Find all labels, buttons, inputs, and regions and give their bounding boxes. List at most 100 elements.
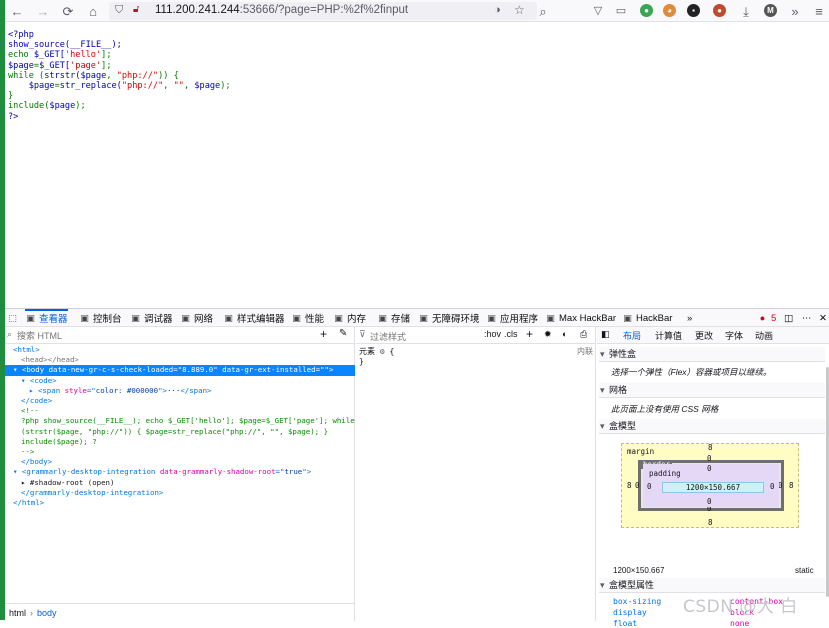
sidebar-tab[interactable]: 布局 — [623, 331, 642, 341]
markup-node[interactable]: ▾ <grammarly-desktop-integration data-gr… — [5, 467, 355, 477]
box-model-margin[interactable]: margin 8 8 8 8 border 0 0 0 0 padding 0 … — [621, 443, 799, 528]
sidebar-toggle-icon[interactable]: ◧ — [601, 329, 610, 339]
tab-debugger[interactable]: ▣调试器 — [130, 309, 172, 327]
tab-console[interactable]: ▣控制台 — [79, 309, 121, 327]
border-top-value[interactable]: 0 — [707, 454, 712, 463]
flexbox-section-header[interactable]: 弹性盒 — [599, 347, 825, 362]
grid-section-header[interactable]: 网格 — [599, 383, 825, 398]
eyedropper-icon[interactable]: ✎ — [339, 328, 348, 339]
bookmark-star-icon[interactable]: ☆ — [514, 3, 525, 17]
dark-theme-icon[interactable]: ◐ — [562, 329, 568, 339]
markup-node[interactable]: <!-- — [5, 406, 355, 416]
url-text[interactable]: 111.200.241.244:53666/?page=PHP:%2f%2fin… — [155, 4, 408, 16]
extension-cookie-icon[interactable]: ● — [713, 4, 726, 17]
gear-icon[interactable]: ⚙ — [379, 347, 390, 356]
lock-slash-icon[interactable]: 🔓︎ — [133, 4, 140, 15]
margin-left-value[interactable]: 8 — [627, 481, 632, 490]
close-devtools-icon[interactable]: ✕ — [819, 312, 827, 324]
forward-arrow-icon[interactable]: → — [36, 3, 50, 19]
markup-node[interactable]: (strstr($page, "php://")) { $page=str_re… — [5, 427, 355, 437]
menu-icon[interactable]: ≡ — [815, 3, 823, 19]
markup-node[interactable]: </grammarly-desktop-integration> — [5, 488, 355, 498]
back-arrow-icon[interactable]: ← — [10, 3, 24, 19]
home-icon[interactable]: ⌂ — [89, 3, 97, 19]
dock-icon[interactable]: ◫ — [784, 312, 793, 324]
sidebar-tab[interactable]: 更改 — [695, 331, 714, 341]
padding-left-value[interactable]: 0 — [647, 482, 652, 491]
markup-node[interactable]: ?php show_source(__FILE__); echo $_GET['… — [5, 416, 355, 426]
extension-monkey-icon[interactable]: ◕ — [663, 4, 676, 17]
markup-node[interactable]: --> — [5, 447, 355, 457]
padding-top-value[interactable]: 0 — [707, 464, 712, 473]
breadcrumb-item[interactable]: body — [37, 607, 57, 618]
print-media-icon[interactable]: ⎙ — [580, 329, 588, 339]
tab-storage[interactable]: ▣存储 — [377, 309, 410, 327]
tab-network[interactable]: ▣网络 — [180, 309, 213, 327]
translate-icon[interactable]: ◑ — [494, 4, 501, 16]
margin-bottom-value[interactable]: 8 — [708, 518, 713, 527]
scrollbar[interactable] — [826, 367, 829, 597]
breadcrumb-item[interactable]: html — [9, 607, 27, 618]
reader-icon[interactable]: ▭ — [615, 4, 627, 17]
filter-styles-input[interactable]: 过滤样式 — [370, 332, 407, 342]
download-icon[interactable]: ⤓ — [743, 3, 749, 19]
search-html-input[interactable] — [17, 329, 297, 342]
pocket-icon[interactable]: ▽ — [593, 4, 603, 17]
tab-performance[interactable]: ▣性能 — [291, 309, 324, 327]
padding-bottom-value[interactable]: 0 — [707, 497, 712, 506]
add-rule-icon[interactable]: + — [526, 327, 534, 341]
sidebar-tab[interactable]: 字体 — [725, 331, 744, 341]
tab-memory[interactable]: ▣内存 — [333, 309, 366, 327]
markup-token: =""> — [315, 365, 334, 375]
markup-node[interactable]: </code> — [5, 396, 355, 406]
border-left-value[interactable]: 0 — [635, 481, 640, 490]
tab-label: 应用程序 — [500, 314, 539, 325]
markup-node[interactable]: </html> — [5, 498, 355, 508]
devtools-options-icon[interactable]: ⋯ — [802, 312, 812, 324]
box-model-section-header[interactable]: 盒模型 — [599, 419, 825, 434]
tab-inspector[interactable]: ▣查看器 — [25, 309, 68, 327]
tab-hackbar[interactable]: ▣HackBar — [622, 309, 672, 327]
tab-style-editor[interactable]: ▣样式编辑器 — [223, 309, 284, 327]
markup-node[interactable]: <head></head> — [5, 355, 355, 365]
markup-node[interactable]: ▾ <code> — [5, 376, 355, 386]
more-tools-icon[interactable]: » — [687, 312, 693, 324]
markup-node[interactable]: ▸ #shadow-root (open) — [5, 478, 355, 488]
sidebar-tab[interactable]: 动画 — [755, 331, 774, 341]
search-icon[interactable]: ⌕ — [539, 3, 547, 19]
shield-icon[interactable]: ⛉ — [115, 4, 124, 16]
hov-button[interactable]: :hov — [484, 329, 502, 339]
tab-accessibility[interactable]: ▣无障碍环境 — [418, 309, 479, 327]
markup-node[interactable]: ▾ <body data-new-gr-c-s-check-loaded="8.… — [5, 365, 355, 376]
account-icon[interactable]: M — [764, 4, 777, 17]
search-icon: ⌕ — [7, 329, 13, 339]
add-node-icon[interactable]: + — [320, 327, 328, 341]
reload-icon[interactable]: ⟳ — [62, 3, 74, 19]
overflow-icon[interactable]: » — [791, 3, 799, 19]
margin-top-value[interactable]: 8 — [708, 443, 713, 452]
markup-node[interactable]: include($page); ? — [5, 437, 355, 447]
extension-green-icon[interactable]: ● — [640, 4, 653, 17]
markup-node[interactable]: </body> — [5, 457, 355, 467]
url-bar[interactable]: ⛉ 🔓︎ 111.200.241.244:53666/?page=PHP:%2f… — [109, 2, 537, 20]
box-model-content[interactable]: 1200×150.667 — [662, 482, 764, 493]
tab-max-hackbar[interactable]: ▣Max HackBar — [545, 309, 616, 327]
source-token: "" — [173, 81, 184, 92]
tab-application[interactable]: ▣应用程序 — [486, 309, 538, 327]
box-model-padding[interactable]: padding 0 0 0 0 1200×150.667 — [643, 464, 779, 507]
box-props-section-header[interactable]: 盒模型属性 — [599, 578, 825, 593]
padding-right-value[interactable]: 0 — [770, 482, 775, 491]
border-right-value[interactable]: 0 — [778, 481, 783, 490]
markup-node[interactable]: <html> — [5, 345, 355, 355]
box-model-border[interactable]: border 0 0 0 0 padding 0 0 0 0 1200×150.… — [635, 454, 784, 513]
light-theme-icon[interactable]: ✹ — [544, 329, 552, 339]
sidebar-tab[interactable]: 计算值 — [655, 331, 683, 341]
error-count-badge[interactable]: ●5 — [759, 312, 777, 324]
border-bottom-value[interactable]: 0 — [707, 504, 712, 513]
inline-label: 内联 — [577, 347, 593, 356]
markup-node[interactable]: ▸ <span style="color: #000000">···</span… — [5, 386, 355, 396]
margin-right-value[interactable]: 8 — [789, 481, 794, 490]
element-picker-icon[interactable]: ⬚ — [8, 312, 17, 323]
extension-dark-icon[interactable]: ▪ — [687, 4, 700, 17]
cls-button[interactable]: .cls — [504, 329, 518, 339]
